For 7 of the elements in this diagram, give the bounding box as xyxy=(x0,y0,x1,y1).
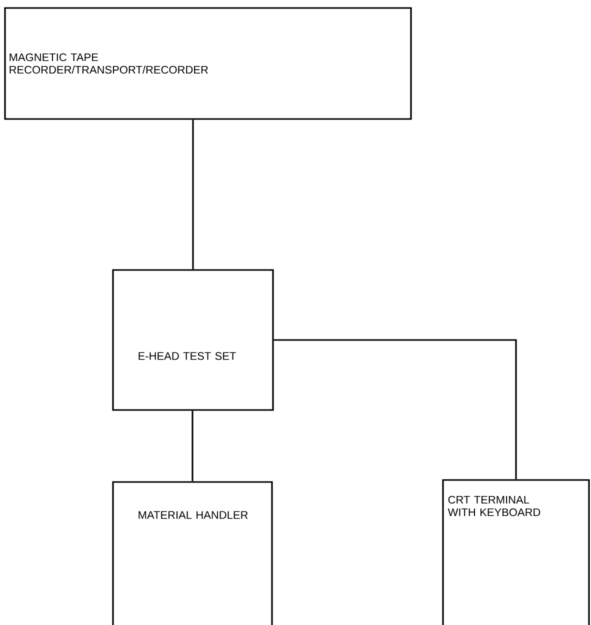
connector-line xyxy=(192,410,194,482)
connector-line xyxy=(274,339,517,480)
process-box: E-HEAD TEST SET xyxy=(112,269,274,411)
connector-line xyxy=(192,120,194,270)
process-box: MATERIAL HANDLER xyxy=(112,481,273,625)
process-box: MAGNETIC TAPE RECORDER/TRANSPORT/RECORDER xyxy=(4,7,412,120)
process-box: CRT TERMINAL WITH KEYBOARD xyxy=(442,479,590,625)
